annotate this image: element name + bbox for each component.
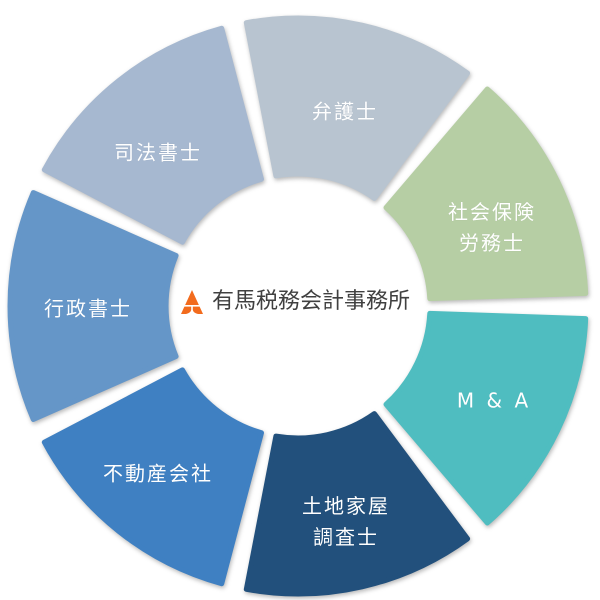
segment-label-m-and-a: M & A (456, 388, 532, 413)
segment-sharoushi[interactable] (383, 86, 589, 302)
segment-label-tochikaoku-chosashi: 土地家屋 調査士 (302, 494, 390, 549)
segment-fudosan-kaisha[interactable] (41, 367, 264, 587)
company-name: 有馬税務会計事務所 (212, 289, 411, 314)
segment-m-and-a[interactable] (383, 310, 589, 526)
segment-label-fudosan-kaisha: 不動産会社 (103, 461, 213, 486)
segment-label-shihoshoshi: 司法書士 (114, 140, 202, 165)
center-brand: 有馬税務会計事務所 (180, 288, 410, 316)
segment-bengoshi[interactable] (243, 15, 471, 201)
segment-gyoseishoshi[interactable] (7, 190, 179, 422)
segment-label-gyoseishoshi: 行政書士 (44, 296, 132, 321)
orange-triangle-logo-icon (181, 290, 203, 314)
segment-label-sharoushi: 社会保険 労務士 (448, 200, 536, 255)
segment-shihoshoshi[interactable] (41, 25, 264, 245)
segment-label-bengoshi: 弁護士 (312, 99, 378, 124)
segment-tochikaoku-chosashi[interactable] (243, 411, 471, 597)
